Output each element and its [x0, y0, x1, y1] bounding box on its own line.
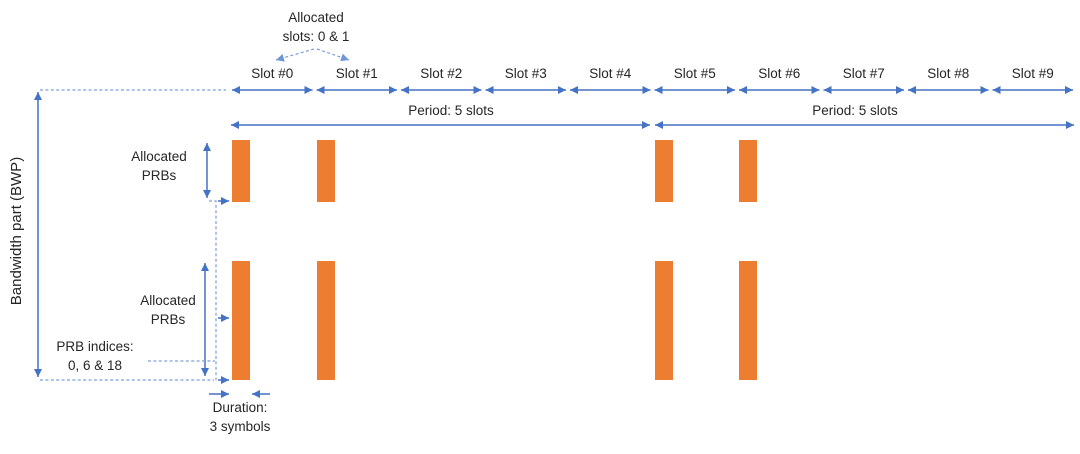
- allocated-prb-block: [654, 140, 673, 202]
- slot-label: Slot #9: [1011, 66, 1054, 81]
- allocated-slots-pointer-right: [316, 48, 350, 62]
- slot-label: Slot #8: [927, 66, 970, 81]
- allocated-slots-pointer-left: [275, 48, 315, 62]
- slot-label: Slot #3: [504, 66, 547, 81]
- prb-indices-label: PRB indices: 0, 6 & 18: [45, 337, 145, 375]
- allocated-prbs-top-line2: PRBs: [141, 168, 177, 183]
- prb-indices-line2: 0, 6 & 18: [67, 358, 123, 373]
- allocated-prbs-bottom-line1: Allocated: [140, 293, 196, 308]
- duration-line2: 3 symbols: [209, 419, 271, 434]
- period-label-1: Period: 5 slots: [408, 103, 494, 118]
- allocated-slots-annotation: Allocated slots: 0 & 1: [250, 8, 382, 46]
- slot-label: Slot #5: [673, 66, 716, 81]
- allocated-prb-block: [232, 261, 250, 380]
- allocated-prb-block: [316, 140, 335, 202]
- slot-label: Slot #1: [335, 66, 378, 81]
- duration-label: Duration: 3 symbols: [184, 398, 296, 436]
- allocated-slots-line2: slots: 0 & 1: [282, 29, 350, 44]
- slot-label: Slot #6: [758, 66, 801, 81]
- allocated-prb-block: [739, 261, 757, 380]
- allocated-prb-block: [232, 140, 250, 202]
- duration-line1: Duration:: [212, 400, 268, 415]
- allocated-prb-block: [739, 140, 757, 202]
- allocated-prbs-top-line1: Allocated: [131, 149, 187, 164]
- slot-label: Slot #2: [420, 66, 463, 81]
- period-label-2: Period: 5 slots: [812, 103, 898, 118]
- allocated-prb-block: [654, 261, 673, 380]
- allocated-prbs-top-label: Allocated PRBs: [117, 147, 201, 185]
- bwp-axis-label: Bandwidth part (BWP): [8, 156, 25, 306]
- prb-dashed-connector: [209, 200, 217, 380]
- slot-label: Slot #4: [589, 66, 632, 81]
- prb-indices-line1: PRB indices:: [56, 339, 134, 354]
- slot-label: Slot #0: [251, 66, 294, 81]
- allocated-prbs-bottom-line2: PRBs: [150, 312, 186, 327]
- slot-label: Slot #7: [842, 66, 885, 81]
- allocated-prb-block: [316, 261, 335, 380]
- allocated-prbs-bottom-label: Allocated PRBs: [126, 291, 210, 329]
- allocated-slots-line1: Allocated: [288, 10, 344, 25]
